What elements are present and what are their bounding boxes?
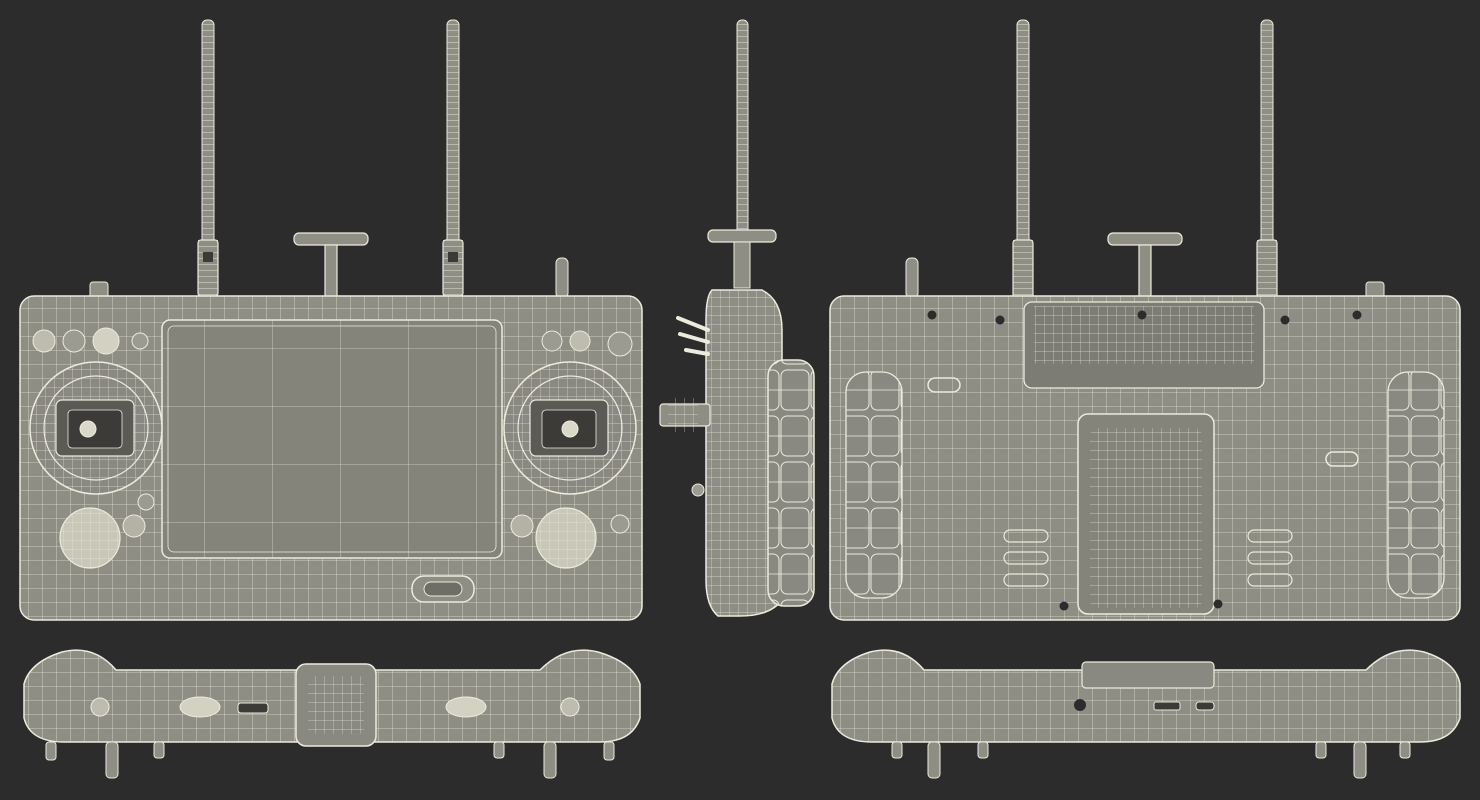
antenna-right <box>442 19 464 297</box>
back-antenna-right <box>1256 19 1278 305</box>
bottom-view-front <box>23 649 641 779</box>
hole-icon <box>1074 699 1086 711</box>
antenna-left <box>197 19 219 297</box>
back-antenna-left <box>1012 19 1034 305</box>
back-screws <box>927 310 1362 611</box>
back-slot-right <box>1325 451 1359 467</box>
sd-slot-icon <box>1153 701 1181 711</box>
bottom-back-studs <box>891 741 1411 779</box>
side-sticks <box>659 316 711 497</box>
right-dpad <box>510 507 630 569</box>
back-view <box>829 19 1461 621</box>
usb-port-icon <box>237 702 269 714</box>
phone-mount <box>293 232 369 298</box>
bottom-front-studs <box>45 741 615 779</box>
top-right-buttons <box>541 330 633 357</box>
left-dpad <box>59 493 155 569</box>
bottom-view-back <box>831 649 1461 779</box>
front-view <box>19 19 643 621</box>
right-gimbal <box>503 361 637 495</box>
top-switch-right <box>555 257 569 299</box>
back-slot-left <box>927 377 961 393</box>
left-gimbal <box>29 361 163 495</box>
side-view <box>659 19 815 617</box>
top-left-buttons <box>32 327 149 355</box>
back-finger-grooves <box>1003 529 1293 587</box>
screen-panel <box>161 319 503 559</box>
micro-usb-icon <box>1195 701 1215 711</box>
